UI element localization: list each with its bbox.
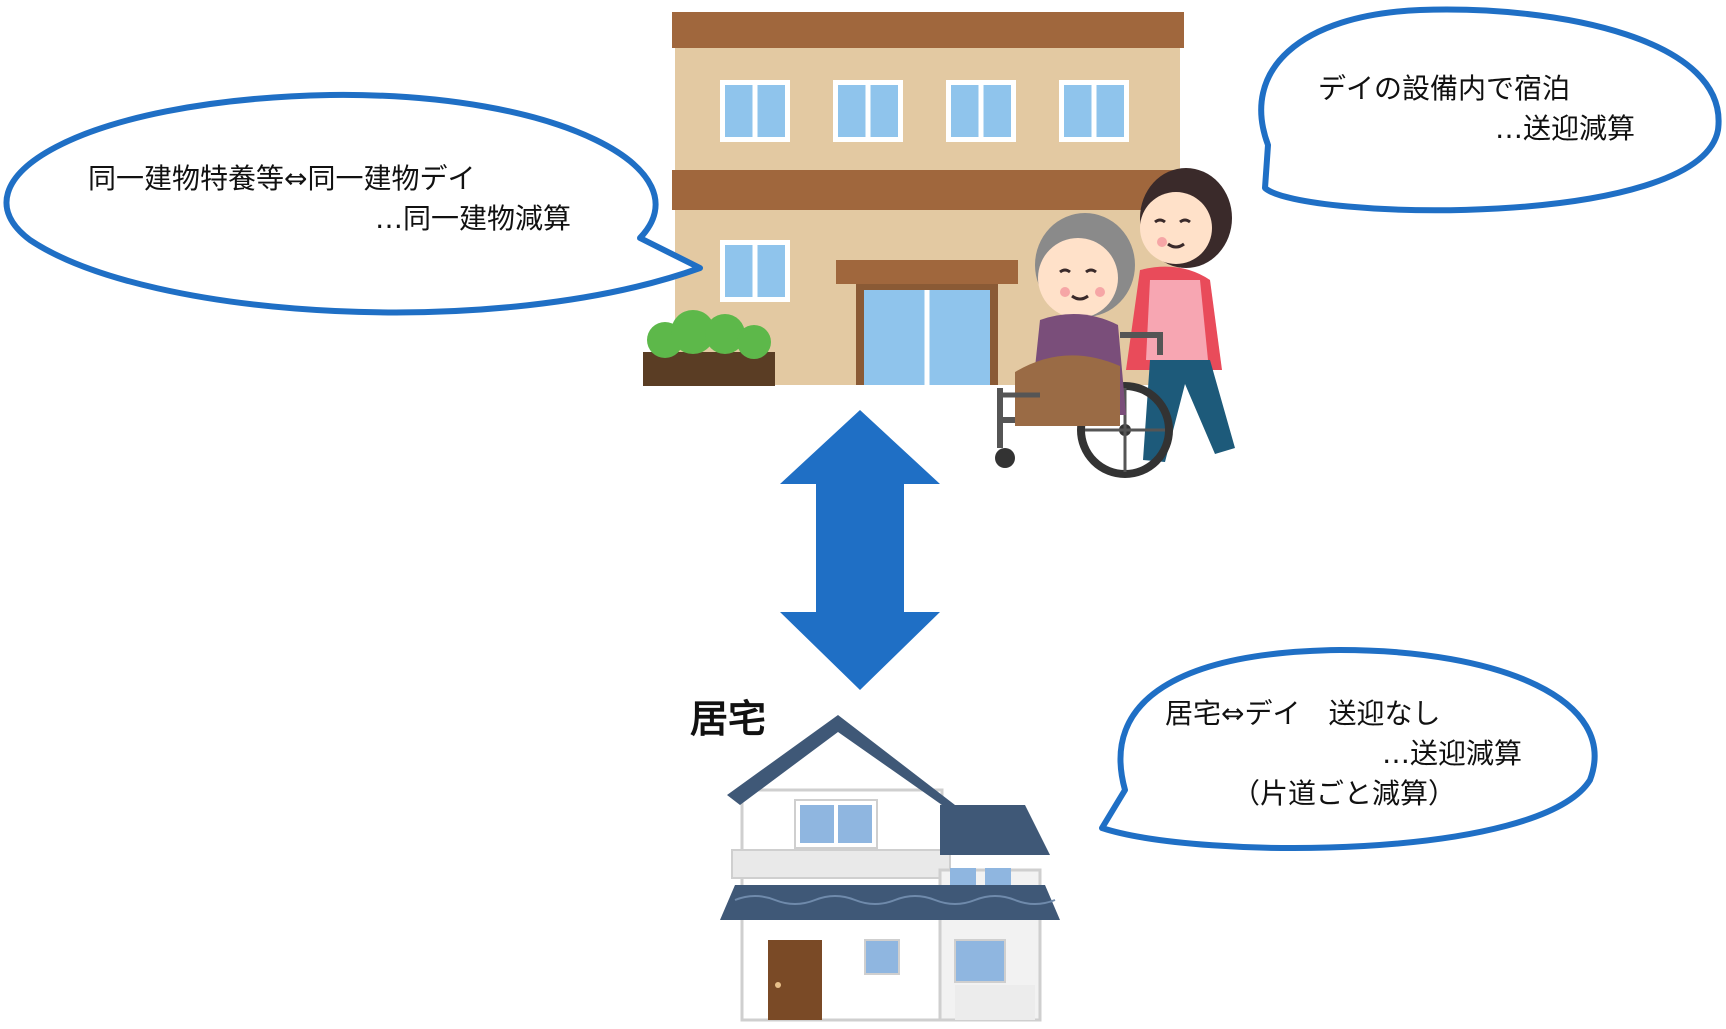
bubble-stay-shape	[1258, 6, 1722, 214]
double-arrow-icon	[780, 410, 940, 690]
bubble-same-building-line2: …同一建物減算	[375, 202, 572, 235]
bubble-same-building-shape	[3, 91, 703, 316]
bubble-home-line1: 居宅⇔デイ 送迎なし	[1165, 697, 1441, 730]
bubble-stay-line2: …送迎減算	[1495, 112, 1636, 145]
bubble-same-building-line1: 同一建物特養等⇔同一建物デイ	[88, 162, 476, 195]
bubble-stay-line1: デイの設備内で宿泊	[1318, 72, 1571, 105]
home-label: 居宅	[690, 697, 767, 741]
caregiver-wheelchair-icon	[995, 168, 1235, 478]
bubble-home-shape	[1099, 647, 1598, 851]
house-icon	[720, 715, 1060, 1022]
bubble-home-line3: （片道ごと減算）	[1232, 777, 1457, 810]
bubble-home-line2: …送迎減算	[1382, 737, 1523, 770]
